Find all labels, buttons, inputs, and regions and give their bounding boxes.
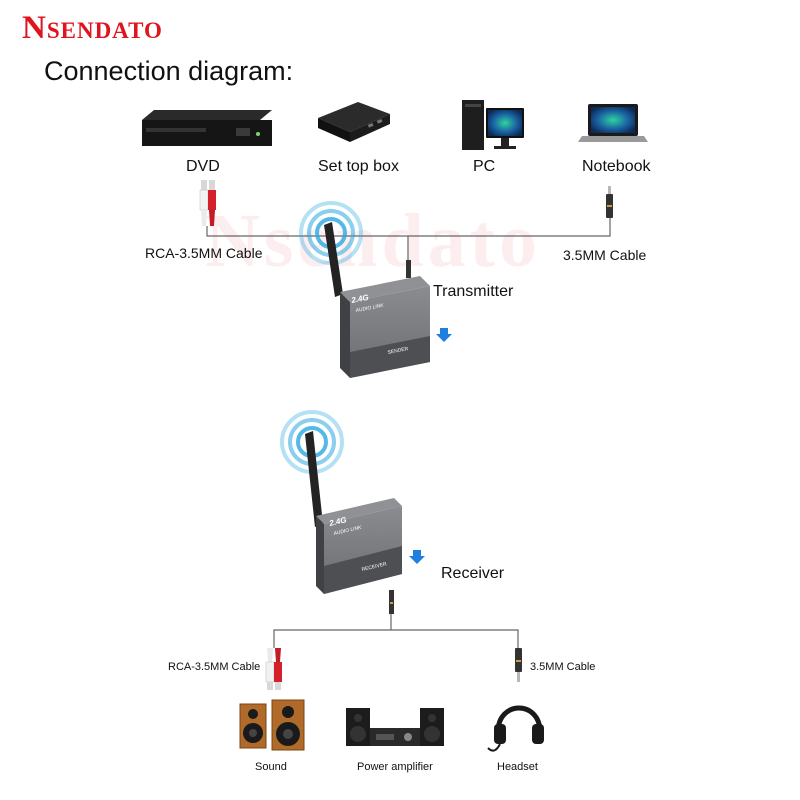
set-top-box-label: Set top box (318, 158, 399, 175)
audio-jack-plug-icon (515, 648, 522, 682)
transmitter-band-label: 2.4G (350, 293, 370, 305)
receiver-cables (273, 614, 519, 648)
headset-icon (487, 705, 544, 752)
transmitter-label: Transmitter (433, 283, 514, 300)
rca-plug-icon (199, 180, 216, 226)
transmitter-cables (206, 218, 611, 262)
audio-jack-plug-icon (606, 186, 613, 218)
transmitter-right-cable-label: 3.5MM Cable (563, 247, 647, 263)
transmitter-device (299, 201, 430, 378)
headset-label: Headset (497, 761, 538, 773)
receiver-role-label: RECEIVER (361, 561, 388, 573)
dvd-player-icon (142, 110, 272, 146)
receiver-left-cable-label: RCA-3.5MM Cable (168, 661, 261, 673)
power-amplifier-label: Power amplifier (357, 761, 433, 773)
power-amplifier-icon (346, 708, 444, 746)
down-arrow-icon (436, 328, 452, 342)
transmitter-left-cable-label: RCA-3.5MM Cable (145, 245, 263, 261)
dvd-label: DVD (186, 158, 220, 175)
pc-icon (462, 100, 524, 150)
notebook-icon (578, 104, 648, 142)
brand-logo: Nsendato (22, 10, 163, 46)
transmitter-role-label: SENDER (387, 346, 409, 356)
rca-plug-icon (265, 648, 282, 690)
receiver-device (280, 410, 402, 614)
sound-label: Sound (255, 761, 287, 773)
receiver-right-cable-label: 3.5MM Cable (530, 661, 596, 673)
down-arrow-icon (409, 550, 425, 564)
diagram-heading: Connection diagram: (44, 56, 294, 86)
receiver-label: Receiver (441, 565, 505, 582)
pc-label: PC (473, 158, 496, 175)
receiver-band-label: 2.4G (327, 515, 347, 528)
set-top-box-icon (318, 102, 390, 142)
speakers-icon (239, 699, 305, 751)
notebook-label: Notebook (582, 158, 651, 175)
brand-watermark: Nsendato (205, 199, 542, 283)
transmitter-subtitle: AUDIO LINK (354, 303, 385, 315)
